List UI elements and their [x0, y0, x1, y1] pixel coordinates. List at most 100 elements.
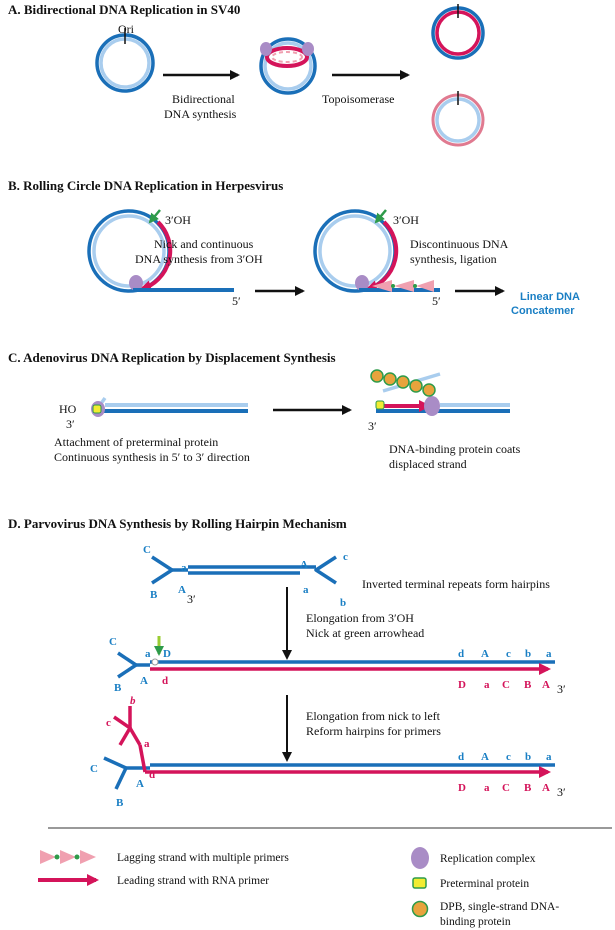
- section-a: A. Bidirectional DNA Replication in SV40…: [8, 2, 485, 147]
- d-top-a: a: [181, 562, 187, 574]
- adenovirus-left: [91, 396, 248, 417]
- legend-lagging-symbol: [40, 850, 96, 864]
- d-bot-bot-A: A: [542, 782, 550, 794]
- sv40-product-top: [431, 4, 485, 60]
- legend-dpb-line1: DPB, single-strand DNA-: [440, 901, 559, 913]
- parvovirus-genome: [151, 555, 337, 585]
- d-step1-line2: Nick at green arrowhead: [306, 626, 424, 640]
- sv40-product-bottom: [431, 91, 485, 147]
- d-bot-c: c: [106, 717, 111, 729]
- c-caption-left-line1: Attachment of preterminal protein: [54, 435, 218, 449]
- b-oh-right: 3′OH: [393, 213, 419, 227]
- legend-lagging-text: Lagging strand with multiple primers: [117, 852, 289, 864]
- d-top-B: B: [150, 589, 158, 601]
- b-oh-left: 3′OH: [165, 213, 191, 227]
- d-top-b: b: [340, 597, 346, 609]
- legend-preterminal-text: Preterminal protein: [440, 878, 529, 890]
- legend-replication-complex-symbol: [411, 847, 429, 869]
- d-mid-top-c: c: [506, 648, 511, 660]
- section-c-title: C. Adenovirus DNA Replication by Displac…: [8, 350, 336, 365]
- d-mid-top-A: A: [481, 648, 489, 660]
- d-mid-bot-C: C: [502, 679, 510, 691]
- d-mid-bot-a: a: [484, 679, 490, 691]
- parvovirus-elongated: [117, 636, 555, 679]
- d-step2-line1: Elongation from nick to left: [306, 709, 441, 723]
- legend-dpb-symbol: [411, 900, 429, 918]
- b-end-right: 5′: [432, 294, 441, 308]
- d-bot-bot-B: B: [524, 782, 532, 794]
- parvovirus-reformed: [103, 706, 555, 790]
- legend-preterminal-symbol: [412, 877, 427, 889]
- sv40-circle-start: [95, 28, 155, 93]
- d-step1-line1: Elongation from 3′OH: [306, 611, 414, 625]
- d-top-C: C: [143, 544, 151, 556]
- c-caption-right-line1: DNA-binding protein coats: [389, 442, 521, 456]
- d-mid-3prime: 3′: [557, 682, 566, 696]
- d-mid-top-d: d: [458, 648, 464, 660]
- legend: Lagging strand with multiple primers Lea…: [38, 847, 559, 928]
- d-top-a-right: a: [303, 584, 309, 596]
- a-step1-line1: Bidirectional: [172, 92, 235, 106]
- d-mid-B: B: [114, 682, 122, 694]
- d-bot-C: C: [90, 763, 98, 775]
- ori-label: Ori: [118, 22, 135, 36]
- b-end-left: 5′: [232, 294, 241, 308]
- sv40-circle-replicating: [259, 37, 317, 95]
- d-bot-B: B: [116, 797, 124, 809]
- section-d: D. Parvovirus DNA Synthesis by Rolling H…: [8, 516, 566, 809]
- d-top-A: A: [178, 584, 186, 596]
- d-mid-a: a: [145, 648, 151, 660]
- b-product-line1: Linear DNA: [520, 291, 580, 303]
- b-step2-line2: synthesis, ligation: [410, 252, 497, 266]
- adenovirus-right: [370, 369, 510, 416]
- a-step1-line2: DNA synthesis: [164, 107, 237, 121]
- d-hairpin-caption: Inverted terminal repeats form hairpins: [362, 577, 550, 591]
- section-b-title: B. Rolling Circle DNA Replication in Her…: [8, 178, 283, 193]
- d-mid-top-b: b: [525, 648, 531, 660]
- d-bot-top-d: d: [458, 751, 464, 763]
- d-bot-bot-C: C: [502, 782, 510, 794]
- legend-leading-text: Leading strand with RNA primer: [117, 875, 269, 887]
- d-bot-top-a: a: [546, 751, 552, 763]
- d-bot-top-c: c: [506, 751, 511, 763]
- c-ho: HO: [59, 402, 77, 416]
- section-d-title: D. Parvovirus DNA Synthesis by Rolling H…: [8, 516, 347, 531]
- d-mid-bot-B: B: [524, 679, 532, 691]
- d-bot-top-b: b: [525, 751, 531, 763]
- a-step2: Topoisomerase: [322, 92, 394, 106]
- d-mid-bot-A: A: [542, 679, 550, 691]
- d-bot-bot-D: D: [458, 782, 466, 794]
- section-a-title: A. Bidirectional DNA Replication in SV40: [8, 2, 240, 17]
- d-mid-A: A: [140, 675, 148, 687]
- section-b: B. Rolling Circle DNA Replication in Her…: [8, 178, 580, 317]
- d-top-A-right: A: [300, 559, 308, 571]
- d-bot-d: d: [149, 769, 155, 781]
- b-product-line2: Concatemer: [511, 305, 575, 317]
- d-top-3prime: 3′: [187, 592, 196, 606]
- d-top-c: c: [343, 551, 348, 563]
- legend-dpb-line2: binding protein: [440, 916, 511, 928]
- c-caption-left-line2: Continuous synthesis in 5′ to 3′ directi…: [54, 450, 250, 464]
- b-step2-line1: Discontinuous DNA: [410, 237, 509, 251]
- d-mid-bot-D: D: [458, 679, 466, 691]
- d-bot-b: b: [130, 695, 136, 707]
- rolling-circle-right: [313, 209, 440, 293]
- d-bot-3prime: 3′: [557, 785, 566, 799]
- d-bot-A: A: [136, 778, 144, 790]
- c-end-right: 3′: [368, 419, 377, 433]
- section-c: C. Adenovirus DNA Replication by Displac…: [8, 350, 521, 471]
- d-mid-D: D: [163, 648, 171, 660]
- rolling-circle-left: [87, 209, 234, 293]
- d-bot-bot-a: a: [484, 782, 490, 794]
- c-caption-right-line2: displaced strand: [389, 457, 467, 471]
- d-bot-a: a: [144, 738, 150, 750]
- b-step1-line1: Nick and continuous: [154, 237, 254, 251]
- d-bot-top-A: A: [481, 751, 489, 763]
- d-mid-d: d: [162, 675, 168, 687]
- b-step1-line2: DNA synthesis from 3′OH: [135, 252, 263, 266]
- d-mid-top-a: a: [546, 648, 552, 660]
- d-step2-line2: Reform hairpins for primers: [306, 724, 441, 738]
- d-mid-C: C: [109, 636, 117, 648]
- c-end-left: 3′: [66, 417, 75, 431]
